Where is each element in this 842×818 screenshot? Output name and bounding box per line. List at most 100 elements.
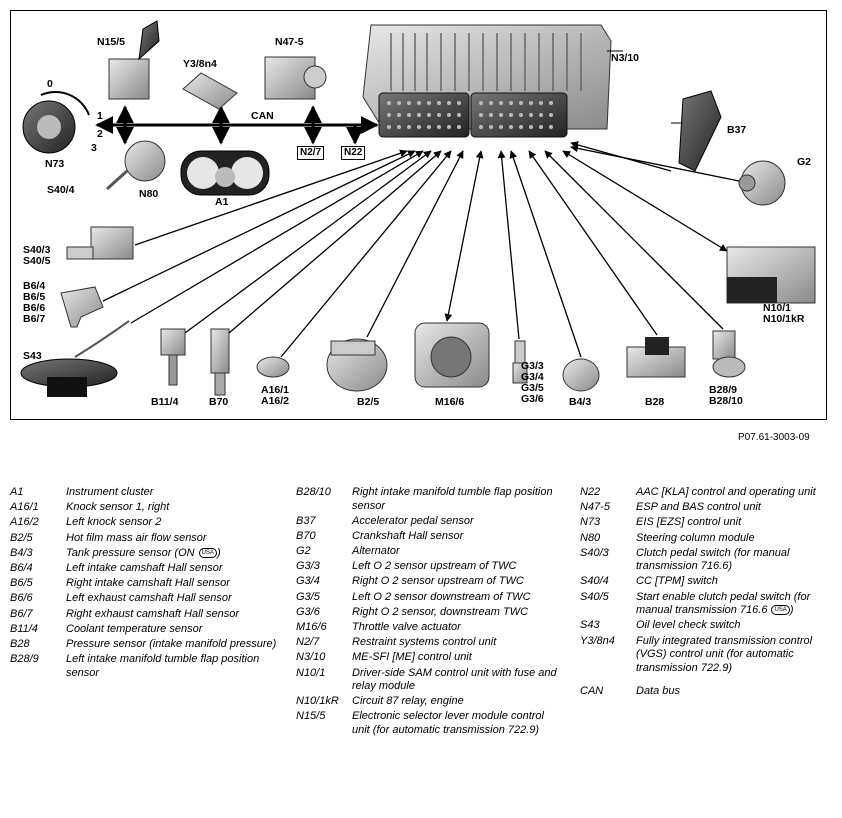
legend-code: B6/5 bbox=[10, 577, 33, 590]
n15-5-selector-lever bbox=[108, 20, 160, 100]
legend-description: Oil level check switch bbox=[636, 619, 836, 633]
can-bus bbox=[95, 105, 379, 145]
label-n2-7: N2/7 bbox=[297, 146, 325, 160]
legend-description: AAC [KLA] control and operating unit bbox=[636, 486, 836, 500]
legend-code: N10/1kR bbox=[296, 695, 339, 708]
legend-code: S40/4 bbox=[580, 575, 609, 588]
legend-description-tail: ) bbox=[216, 546, 221, 559]
legend-description-text: CC [TPM] switch bbox=[636, 575, 718, 588]
label-n15-5: N15/5 bbox=[97, 36, 126, 48]
legend-code: S43 bbox=[580, 619, 600, 632]
legend-description-tail: ) bbox=[789, 604, 794, 617]
legend-code: G3/6 bbox=[296, 605, 320, 618]
legend-description-text: Oil level check switch bbox=[636, 619, 741, 632]
label-a16: A16/1 A16/2 bbox=[261, 385, 289, 407]
b70-crankshaft-sensor bbox=[210, 328, 230, 396]
legend-code: N10/1 bbox=[296, 666, 326, 679]
n80-steering-column-module bbox=[105, 140, 166, 191]
legend-row: N22 AAC [KLA] control and operating unit bbox=[580, 486, 836, 500]
n10-sam-control-unit bbox=[726, 246, 816, 304]
legend-description: Left O 2 sensor downstream of TWC bbox=[352, 591, 562, 605]
legend-description-text: Instrument cluster bbox=[66, 486, 154, 498]
legend-description-text: Restraint systems control unit bbox=[352, 636, 497, 649]
g2-alternator bbox=[738, 160, 786, 206]
legend-row: S40/4 CC [TPM] switch bbox=[580, 575, 836, 589]
label-s43: S43 bbox=[23, 350, 42, 362]
label-a16-2: A16/2 bbox=[261, 395, 290, 407]
label-n22: N22 bbox=[341, 146, 366, 160]
label-b28-9: B28/9 B28/10 bbox=[709, 385, 743, 407]
label-n10-1: N10/1 bbox=[763, 302, 792, 314]
a16-knock-sensor bbox=[256, 356, 290, 378]
legend-description: ME-SFI [ME] control unit bbox=[352, 651, 562, 665]
figure-reference: P07.61-3003-09 bbox=[738, 432, 810, 443]
legend-description: Left knock sensor 2 bbox=[66, 516, 282, 530]
legend-description-text: Data bus bbox=[636, 685, 681, 697]
legend-code: N22 bbox=[580, 486, 601, 498]
legend-description: Left O 2 sensor upstream of TWC bbox=[352, 560, 562, 574]
diagram-graphic bbox=[20, 20, 816, 397]
legend-description: Circuit 87 relay, engine bbox=[352, 695, 562, 709]
legend-description: Start enable clutch pedal switch (for ma… bbox=[636, 591, 836, 618]
legend-description-text: Crankshaft Hall sensor bbox=[352, 529, 464, 542]
label-g2: G2 bbox=[797, 156, 812, 168]
legend-row: G3/5 Left O 2 sensor downstream of TWC bbox=[296, 591, 562, 605]
legend-code: G3/5 bbox=[296, 590, 320, 603]
legend-code: Y3/8n4 bbox=[580, 634, 615, 647]
legend-description: Restraint systems control unit bbox=[352, 636, 562, 650]
legend-description: Right intake camshaft Hall sensor bbox=[66, 577, 282, 591]
legend-code: N15/5 bbox=[296, 710, 326, 723]
legend-code: B6/7 bbox=[10, 607, 33, 620]
legend-description-text: Fully integrated transmission control (V… bbox=[636, 634, 813, 674]
b6-camshaft-sensor bbox=[60, 286, 104, 328]
legend-row: S40/5 Start enable clutch pedal switch (f… bbox=[580, 591, 836, 618]
legend-description: Coolant temperature sensor bbox=[66, 623, 282, 637]
legend-code: A16/1 bbox=[10, 501, 39, 514]
legend-description-text: Hot film mass air flow sensor bbox=[66, 531, 207, 544]
legend-description-text: Right exhaust camshaft Hall sensor bbox=[66, 607, 240, 620]
usa-badge-icon: USA bbox=[198, 547, 217, 558]
label-b6-5: B6/5 bbox=[23, 291, 46, 303]
legend-code: B6/4 bbox=[10, 561, 33, 574]
label-sw-1: 1 bbox=[97, 110, 103, 122]
m16-6-throttle-valve bbox=[414, 322, 490, 388]
legend-code: B28/9 bbox=[10, 653, 39, 666]
usa-badge-icon: USA bbox=[771, 605, 790, 616]
legend-description: Right intake manifold tumble flap positi… bbox=[352, 486, 562, 513]
legend-row: B28/10 Right intake manifold tumble flap … bbox=[296, 486, 562, 513]
label-b11-4: B11/4 bbox=[151, 396, 179, 408]
legend-code: S40/3 bbox=[580, 546, 609, 559]
label-g3-4: G3/4 bbox=[521, 371, 544, 383]
label-sw-2: 2 bbox=[97, 128, 103, 140]
legend-code: N3/10 bbox=[296, 651, 326, 664]
legend-description-text: Circuit 87 relay, engine bbox=[352, 695, 464, 708]
legend-description: Data bus bbox=[636, 685, 836, 699]
legend-description: Throttle valve actuator bbox=[352, 621, 562, 635]
legend-description: Accelerator pedal sensor bbox=[352, 515, 562, 529]
legend-description: CC [TPM] switch bbox=[636, 575, 836, 589]
s43-oil-level-switch bbox=[20, 320, 130, 397]
legend-description: Knock sensor 1, right bbox=[66, 501, 282, 515]
legend-code: M16/6 bbox=[296, 621, 327, 633]
legend-code: A1 bbox=[10, 486, 24, 498]
label-a16-1: A16/1 bbox=[261, 384, 290, 396]
label-sw-3: 3 bbox=[91, 142, 97, 154]
legend-description-text: Left exhaust camshaft Hall sensor bbox=[66, 592, 232, 605]
legend-description: Steering column module bbox=[636, 532, 836, 546]
legend-code: S40/5 bbox=[580, 590, 609, 603]
ecu-n3-10 bbox=[362, 24, 623, 138]
legend-code: B28/10 bbox=[296, 486, 331, 498]
legend-description: Alternator bbox=[352, 545, 562, 559]
legend-code: CAN bbox=[580, 685, 604, 697]
legend-description-text: Left O 2 sensor downstream of TWC bbox=[352, 590, 531, 603]
legend-description-text: Right O 2 sensor upstream of TWC bbox=[352, 575, 524, 588]
